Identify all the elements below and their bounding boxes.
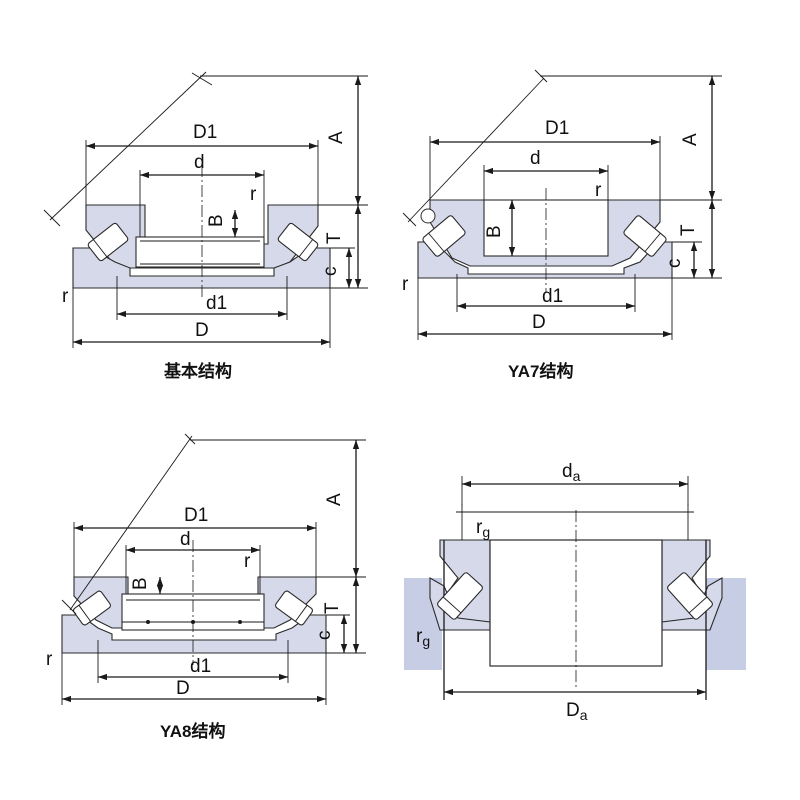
panel-basic-structure: D1 d r B A T c r d1 D 基本结构: [43, 71, 368, 381]
label-d1: d1: [190, 656, 211, 677]
label-r-outer: r: [62, 286, 69, 307]
caption-ya7: YA7结构: [508, 361, 574, 381]
label-rg-bottom: rg: [416, 626, 430, 649]
roller-right: [275, 590, 313, 626]
roller-left: [87, 222, 129, 262]
roller-right: [277, 222, 319, 262]
chamfer-circle: [420, 208, 436, 224]
label-T: T: [322, 602, 343, 614]
label-d: d: [180, 529, 191, 550]
label-Da: Da: [566, 700, 588, 723]
label-c: c: [664, 259, 685, 269]
label-da: da: [562, 461, 581, 484]
label-c: c: [320, 267, 341, 277]
label-B: B: [484, 225, 505, 238]
label-B: B: [206, 214, 227, 227]
label-d: d: [194, 152, 205, 173]
panel-ya7-structure: D1 d r B A T c r d1 D YA7结构: [402, 69, 722, 381]
caption-ya8: YA8结构: [160, 721, 226, 741]
label-c: c: [314, 631, 335, 641]
label-d1: d1: [542, 286, 563, 307]
label-D1: D1: [193, 122, 217, 143]
roller-left: [437, 572, 483, 620]
label-r: r: [244, 551, 251, 572]
label-d1: d1: [206, 293, 227, 314]
label-D: D: [176, 678, 190, 699]
panel-mounting-dimensions: da rg rg Da: [404, 461, 746, 723]
label-r: r: [595, 180, 602, 201]
label-r: r: [250, 184, 257, 205]
label-T: T: [678, 224, 699, 236]
label-A: A: [680, 133, 701, 146]
label-D1: D1: [545, 118, 569, 139]
label-D: D: [195, 320, 209, 341]
roller-right: [623, 215, 667, 257]
roller-left: [422, 215, 466, 257]
roller-right: [667, 572, 713, 620]
roller-left: [73, 590, 111, 626]
label-r-outer: r: [402, 274, 409, 295]
label-T: T: [324, 232, 345, 244]
caption-basic: 基本结构: [163, 361, 232, 381]
label-A: A: [324, 493, 345, 506]
label-A: A: [326, 131, 347, 144]
label-rg-top: rg: [476, 517, 490, 540]
panel-ya8-structure: D1 d r B A T c r d1 D YA8结构: [46, 433, 366, 741]
bore: [135, 236, 265, 268]
label-B: B: [130, 577, 151, 590]
label-D1: D1: [184, 505, 208, 526]
label-d: d: [530, 148, 541, 169]
label-r-outer: r: [46, 649, 53, 670]
label-D: D: [532, 312, 546, 333]
